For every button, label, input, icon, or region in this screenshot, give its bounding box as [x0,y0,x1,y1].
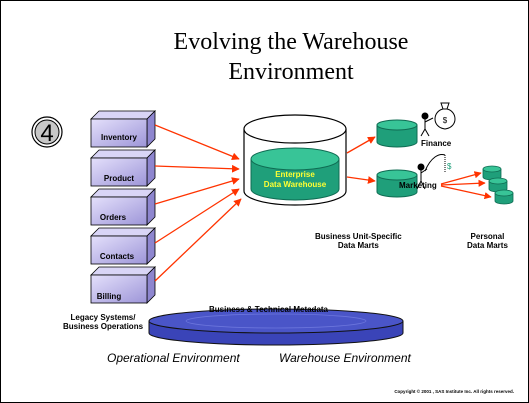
personal-line-2: Data Marts [467,241,508,250]
warehouse-environment-label: Warehouse Environment [279,351,411,365]
svg-text:$: $ [447,162,452,171]
finance-money-bag-icon: $ [420,102,456,137]
legacy-box-orders: Orders [90,188,156,226]
marketing-label: Marketing [399,181,437,190]
arrow-to-finance [346,136,376,154]
personal-mart-cylinder-3 [494,189,514,205]
datamarts-line-1: Business Unit-Specific [315,232,402,241]
step-number-badge: 4 [31,116,63,148]
step-number-text: 4 [40,120,53,147]
title-line-2: Environment [228,59,354,85]
marketing-mart-cylinder [376,169,418,198]
marketing-fishing-icon: $ [416,154,452,190]
arrow-to-marketing [346,176,376,184]
datamarts-line-2: Data Marts [337,241,379,250]
warehouse-label-line-2: Data Warehouse [264,180,327,189]
arrow-contacts [154,188,240,244]
legacy-systems-label: Legacy Systems/ Business Operations [63,313,143,331]
svg-text:$: $ [443,116,448,125]
mart-arrows [346,136,376,184]
enterprise-warehouse-cylinder: Enterprise Data Warehouse [243,114,347,206]
personal-marts-label: Personal Data Marts [467,232,508,250]
title-line-1: Evolving the Warehouse [173,29,409,55]
slide-title: Evolving the Warehouse Environment [121,27,461,87]
personal-arrows [440,171,492,200]
finance-label: Finance [421,139,452,148]
arrow-product [154,164,240,173]
legacy-label-line-1: Legacy Systems/ [70,313,136,322]
metadata-disk [148,308,404,346]
arrow-to-personal-2 [440,179,486,187]
operational-environment-label: Operational Environment [107,351,240,365]
metadata-label: Business & Technical Metadata [209,305,328,314]
finance-mart-cylinder [376,119,418,148]
arrow-inventory [154,124,240,160]
legacy-box-contacts: Contacts [90,227,156,265]
copyright-notice: Copyright © 2001 , SAS Institute Inc. Al… [394,389,514,394]
legacy-label-inventory: Inventory [101,133,138,142]
legacy-box-billing: Billing [90,266,156,304]
legacy-label-line-2: Business Operations [63,322,144,331]
personal-mart-cylinder-1 [482,165,502,181]
legacy-arrows [154,124,242,282]
warehouse-label-line-1: Enterprise [275,170,315,179]
legacy-box-product: Product [90,149,156,187]
legacy-label-product: Product [104,174,135,183]
arrow-to-personal-1 [440,171,482,185]
legacy-box-inventory: Inventory [90,110,156,148]
legacy-label-contacts: Contacts [100,252,135,261]
business-unit-marts-label: Business Unit-Specific Data Marts [315,232,402,250]
arrow-orders [154,177,240,205]
arrow-billing [154,198,242,282]
arrow-to-personal-3 [440,185,492,200]
legacy-label-orders: Orders [100,213,127,222]
legacy-label-billing: Billing [97,292,122,301]
personal-line-1: Personal [470,232,505,241]
personal-mart-cylinder-2 [488,177,508,193]
